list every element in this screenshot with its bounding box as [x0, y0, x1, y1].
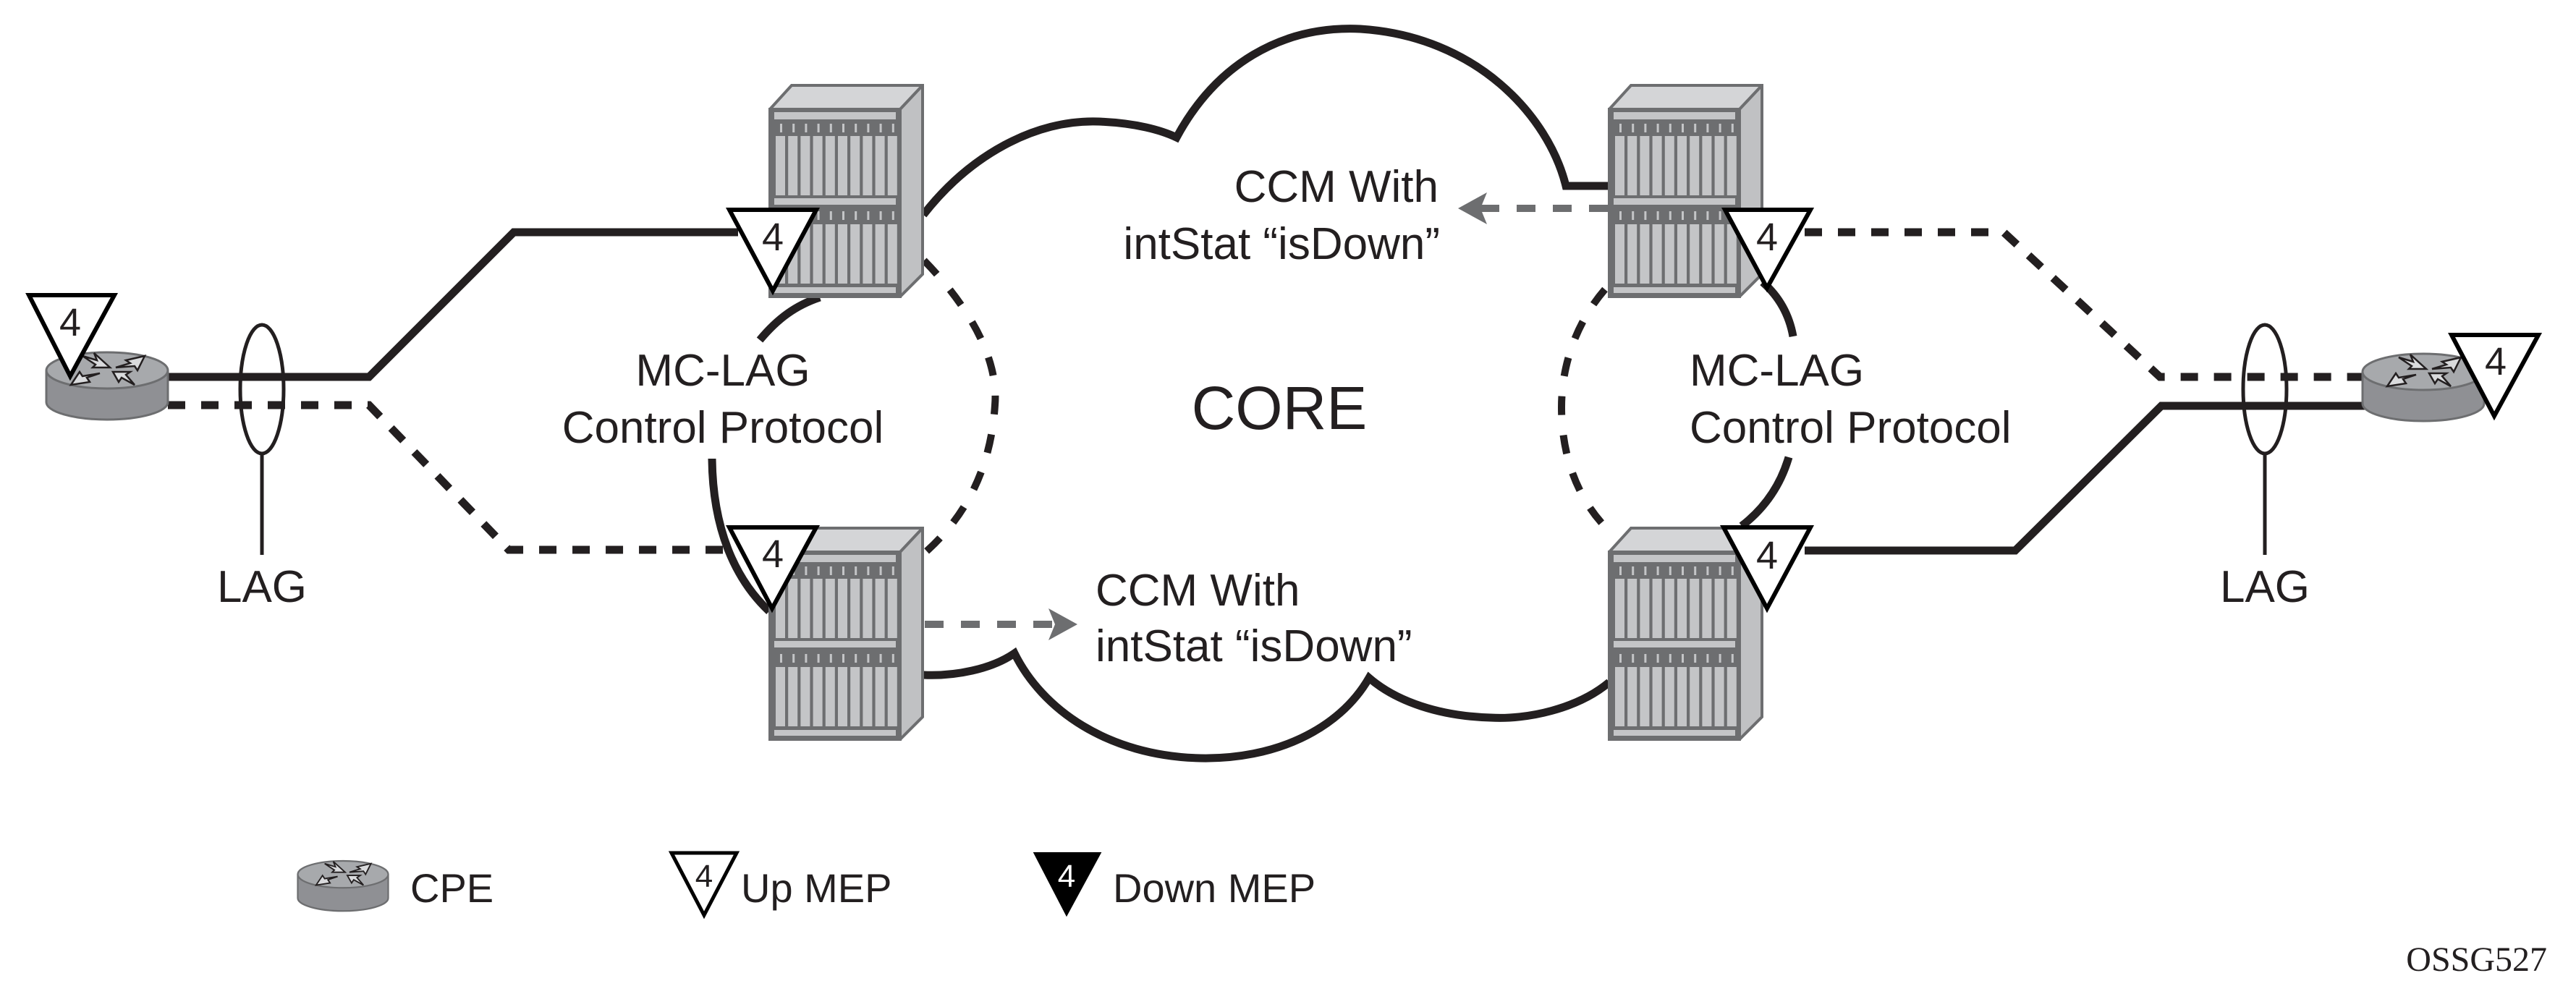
right-active-link	[1805, 402, 2365, 555]
mep-pe-bottom-right[interactable]: 4	[1719, 525, 1815, 613]
arrowhead-left-icon	[1458, 192, 1487, 224]
legend-up-mep-label: Up MEP	[741, 865, 892, 911]
mclag-right-session	[1557, 286, 1611, 532]
up-mep-icon	[668, 851, 740, 919]
ccm-top-line-2: intStat “isDown”	[1123, 219, 1440, 269]
mep-cpe-left[interactable]: 4	[25, 293, 119, 381]
core-cloud	[708, 25, 1797, 763]
mclag-left-line-2: Control Protocol	[562, 403, 884, 453]
ccm-arrow-top	[1458, 192, 1608, 224]
up-mep-icon	[25, 293, 119, 381]
ccm-bottom-label: CCM With intStat “isDown”	[1096, 566, 1412, 671]
mep-number: 4	[1756, 534, 1778, 577]
up-mep-icon	[725, 208, 821, 296]
legend-cpe: CPE	[297, 859, 493, 912]
legend: CPE 4 Up MEP 4 Down MEP	[297, 851, 1315, 919]
left-standby-link	[168, 401, 732, 554]
cloud-bottom-edge	[923, 647, 1612, 763]
mclag-right-label: MC-LAG Control Protocol	[1690, 346, 2012, 453]
lag-right-label: LAG	[2220, 562, 2310, 612]
up-mep-icon	[1719, 525, 1815, 613]
mep-cpe-right[interactable]: 4	[2448, 333, 2543, 421]
ccm-top-line-1: CCM With	[1234, 162, 1439, 212]
core-label: CORE	[1192, 374, 1368, 442]
lag-left: LAG	[217, 323, 307, 612]
cloud-left-upper-edge	[756, 293, 821, 343]
lag-right-ring	[2241, 323, 2289, 456]
pe-top-left-router[interactable]	[770, 85, 923, 297]
mep-number: 4	[762, 532, 784, 576]
cloud-right-lower-edge	[1739, 456, 1793, 530]
lag-right: LAG	[2220, 323, 2310, 612]
mclag-right-line-1: MC-LAG	[1690, 346, 1864, 396]
cloud-top-edge	[920, 25, 1611, 218]
left-links	[168, 228, 738, 554]
legend-down-mep: 4 Down MEP	[1033, 852, 1315, 917]
legend-up-mep: 4 Up MEP	[668, 851, 892, 919]
ccm-bottom-line-1: CCM With	[1096, 566, 1300, 616]
cloud-left-lower-edge	[708, 458, 772, 615]
mclag-left-session	[921, 258, 999, 556]
lag-left-ring	[238, 323, 286, 456]
legend-down-mep-label: Down MEP	[1113, 865, 1315, 911]
mep-number: 4	[1058, 859, 1075, 894]
mep-number: 4	[2485, 340, 2507, 383]
mep-pe-top-left[interactable]: 4	[725, 208, 821, 296]
mep-number: 4	[695, 859, 713, 894]
pe-top-right-router[interactable]	[1609, 85, 1762, 297]
up-mep-icon	[1721, 208, 1815, 293]
mep-pe-top-right[interactable]: 4	[1721, 208, 1815, 293]
cpe-icon	[297, 859, 389, 912]
mep-number: 4	[762, 216, 784, 259]
mclag-right-line-2: Control Protocol	[1690, 403, 2012, 453]
mep-number: 4	[59, 301, 81, 344]
arrowhead-right-icon	[1048, 608, 1077, 640]
ccm-bottom-line-2: intStat “isDown”	[1096, 621, 1412, 671]
up-mep-icon	[726, 525, 821, 613]
lag-left-label: LAG	[217, 562, 307, 612]
mep-number: 4	[1756, 216, 1778, 259]
ccm-arrow-bottom	[925, 608, 1077, 640]
up-mep-icon	[2448, 333, 2543, 421]
mep-pe-bottom-left[interactable]: 4	[726, 525, 821, 613]
right-standby-link	[1805, 228, 2365, 381]
legend-cpe-label: CPE	[410, 865, 493, 911]
mclag-left-line-1: MC-LAG	[635, 346, 810, 396]
down-mep-icon	[1033, 852, 1102, 917]
right-links	[1805, 228, 2365, 555]
left-active-link	[168, 228, 738, 381]
ccm-top-label: CCM With intStat “isDown”	[1123, 162, 1440, 269]
figure-id: OSSG527	[2406, 940, 2547, 979]
mclag-left-label: MC-LAG Control Protocol	[562, 346, 884, 453]
